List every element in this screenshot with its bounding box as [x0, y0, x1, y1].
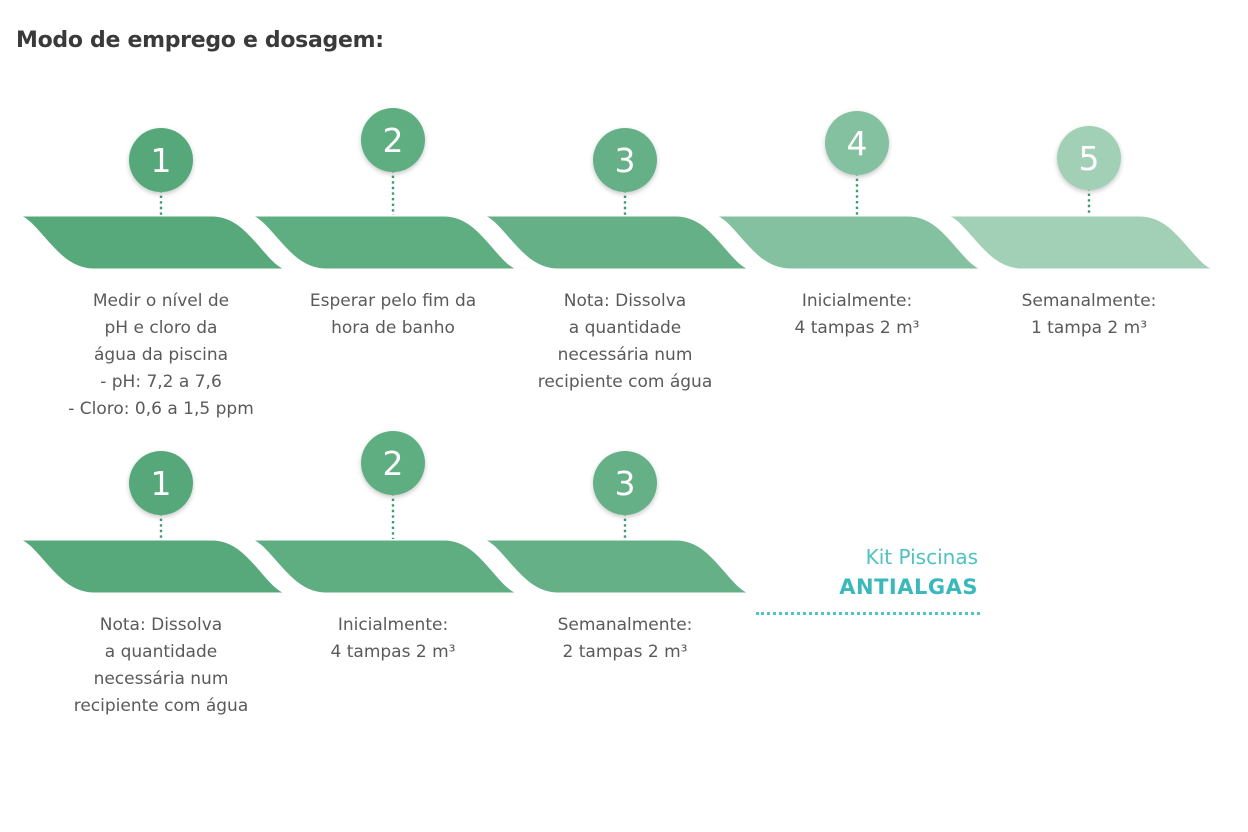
step-circle-row-2-1 [129, 451, 193, 515]
step-description-line: pH e cloro da [104, 318, 218, 338]
step-description-line: 1 tampa 2 m³ [1030, 318, 1148, 338]
step-description-line: Medir o nível de [92, 291, 230, 311]
step-band-row-1-2 [244, 213, 526, 272]
step-number-row-1-3: 3 [615, 141, 636, 180]
step-description-line: - Cloro: 0,6 a 1,5 ppm [68, 399, 254, 419]
step-row-2: 1 2 3 [12, 431, 758, 596]
step-description-line: a quantidade [568, 318, 682, 338]
brand-line-kit-piscinas: Kit Piscinas [865, 545, 978, 569]
step-description-line: - pH: 7,2 a 7,6 [100, 372, 222, 392]
step-circle-row-1-2 [361, 108, 425, 172]
step-band-row-2-1 [12, 537, 294, 596]
step-description-line: Nota: Dissolva [99, 615, 223, 635]
step-number-row-2-1: 1 [151, 464, 172, 503]
step-description-line: recipiente com água [537, 372, 713, 392]
step-description-line: Esperar pelo fim da [309, 291, 477, 311]
brand-dotted-underline [756, 612, 980, 615]
step-description-row-1-3: Nota: Dissolva a quantidade necessária num… [510, 288, 740, 396]
step-description-line: 4 tampas 2 m³ [330, 642, 456, 662]
step-circle-row-1-3 [593, 128, 657, 192]
step-number-row-1-1: 1 [151, 141, 172, 180]
step-number-row-1-5: 5 [1079, 139, 1100, 178]
step-description-row-1-1: Medir o nível de pH e cloro da água da pis… [46, 288, 276, 423]
step-number-row-1-2: 2 [383, 121, 404, 160]
step-description-line: Inicialmente: [801, 291, 913, 311]
brand-line-antialgas: ANTIALGAS [839, 575, 978, 599]
page-title: Modo de emprego e dosagem: [16, 28, 384, 53]
step-description-line: 2 tampas 2 m³ [562, 642, 688, 662]
step-description-line: água da piscina [93, 345, 229, 365]
step-circle-row-2-2 [361, 431, 425, 495]
kit-brand: Kit Piscinas ANTIALGAS [760, 542, 978, 602]
step-circle-row-1-1 [129, 128, 193, 192]
step-band-row-1-1 [12, 213, 294, 272]
step-band-row-1-4 [708, 213, 990, 272]
step-description-line: Nota: Dissolva [563, 291, 687, 311]
step-description-row-1-4: Inicialmente: 4 tampas 2 m³ [742, 288, 972, 342]
step-description-row-2-3: Semanalmente: 2 tampas 2 m³ [510, 612, 740, 666]
step-band-row-2-2 [244, 537, 526, 596]
step-number-row-1-4: 4 [847, 124, 868, 163]
step-circle-row-1-4 [825, 111, 889, 175]
step-description-line: 4 tampas 2 m³ [794, 318, 920, 338]
step-description-line: hora de banho [331, 318, 455, 338]
step-number-row-2-3: 3 [615, 464, 636, 503]
step-description-row-1-2: Esperar pelo fim da hora de banho [278, 288, 508, 342]
step-row-1: 1 2 3 4 5 [12, 108, 1222, 272]
step-description-line: necessária num [557, 345, 693, 365]
step-description-line: Semanalmente: [557, 615, 693, 635]
step-band-row-1-3 [476, 213, 758, 272]
step-description-row-2-1: Nota: Dissolva a quantidade necessária num… [46, 612, 276, 720]
step-description-row-2-2: Inicialmente: 4 tampas 2 m³ [278, 612, 508, 666]
step-circle-row-2-3 [593, 451, 657, 515]
step-description-line: necessária num [93, 669, 229, 689]
step-circle-row-1-5 [1057, 126, 1121, 190]
step-description-row-1-5: Semanalmente: 1 tampa 2 m³ [974, 288, 1204, 342]
step-number-row-2-2: 2 [383, 444, 404, 483]
step-band-row-1-5 [940, 213, 1222, 272]
step-band-row-2-3 [476, 537, 758, 596]
step-description-line: recipiente com água [73, 696, 249, 716]
step-description-line: a quantidade [104, 642, 218, 662]
step-description-line: Semanalmente: [1021, 291, 1157, 311]
step-description-line: Inicialmente: [337, 615, 449, 635]
